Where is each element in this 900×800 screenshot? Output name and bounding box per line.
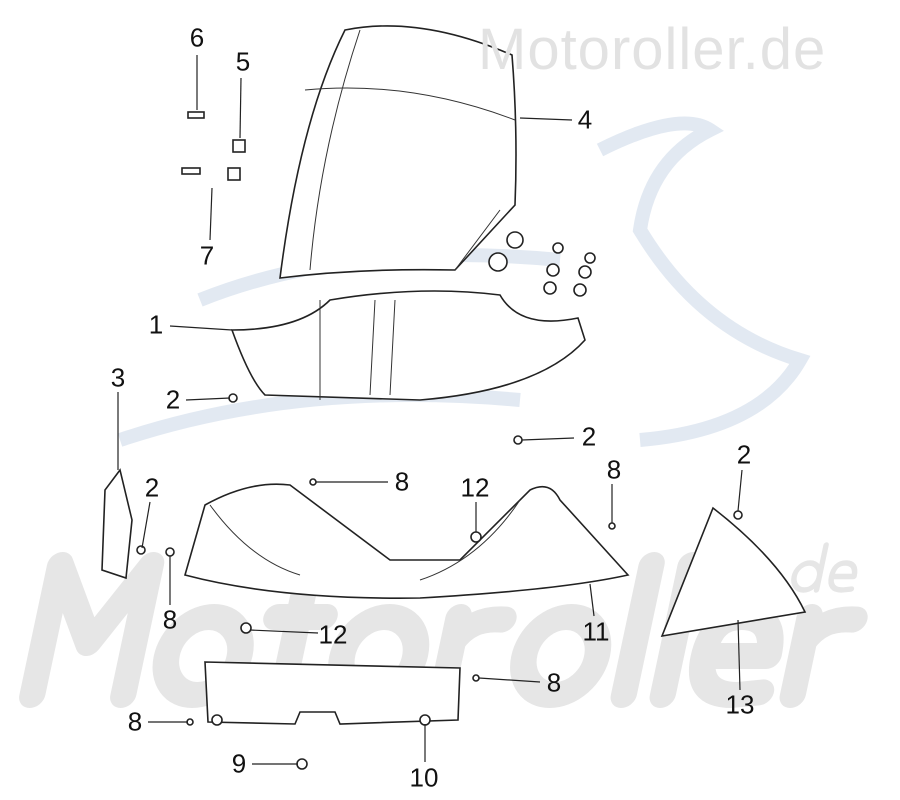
part-11-lower-frame <box>184 483 630 599</box>
callout-8: 8 <box>546 667 562 698</box>
watermark-top: Motoroller.de <box>478 17 827 82</box>
callout-8: 8 <box>127 706 143 737</box>
callout-12: 12 <box>318 619 348 650</box>
callout-4: 4 <box>577 104 593 135</box>
part-4-cover <box>279 25 517 279</box>
callout-6: 6 <box>189 22 205 53</box>
callout-8: 8 <box>394 466 410 497</box>
part-3-side-cover <box>101 468 133 580</box>
callout-2: 2 <box>165 384 181 415</box>
callout-5: 5 <box>235 46 251 77</box>
part-1-inner-panel <box>230 290 586 401</box>
callout-12: 12 <box>460 472 490 503</box>
callout-9: 9 <box>231 748 247 779</box>
callout-2: 2 <box>736 439 752 470</box>
callout-8: 8 <box>606 454 622 485</box>
part-13-side-cover <box>660 506 807 638</box>
hardware <box>136 111 743 770</box>
leader-lines <box>117 55 743 765</box>
callout-11: 11 <box>582 616 610 647</box>
callout-13: 13 <box>725 689 755 720</box>
part-10-bottom-plate <box>204 661 461 725</box>
callout-10: 10 <box>409 762 439 793</box>
callout-2: 2 <box>581 421 597 452</box>
callout-1: 1 <box>148 309 164 340</box>
callout-2: 2 <box>144 472 160 503</box>
callout-8: 8 <box>162 604 178 635</box>
callout-3: 3 <box>110 362 126 393</box>
callout-7: 7 <box>199 240 215 271</box>
watermark-de <box>791 542 858 593</box>
